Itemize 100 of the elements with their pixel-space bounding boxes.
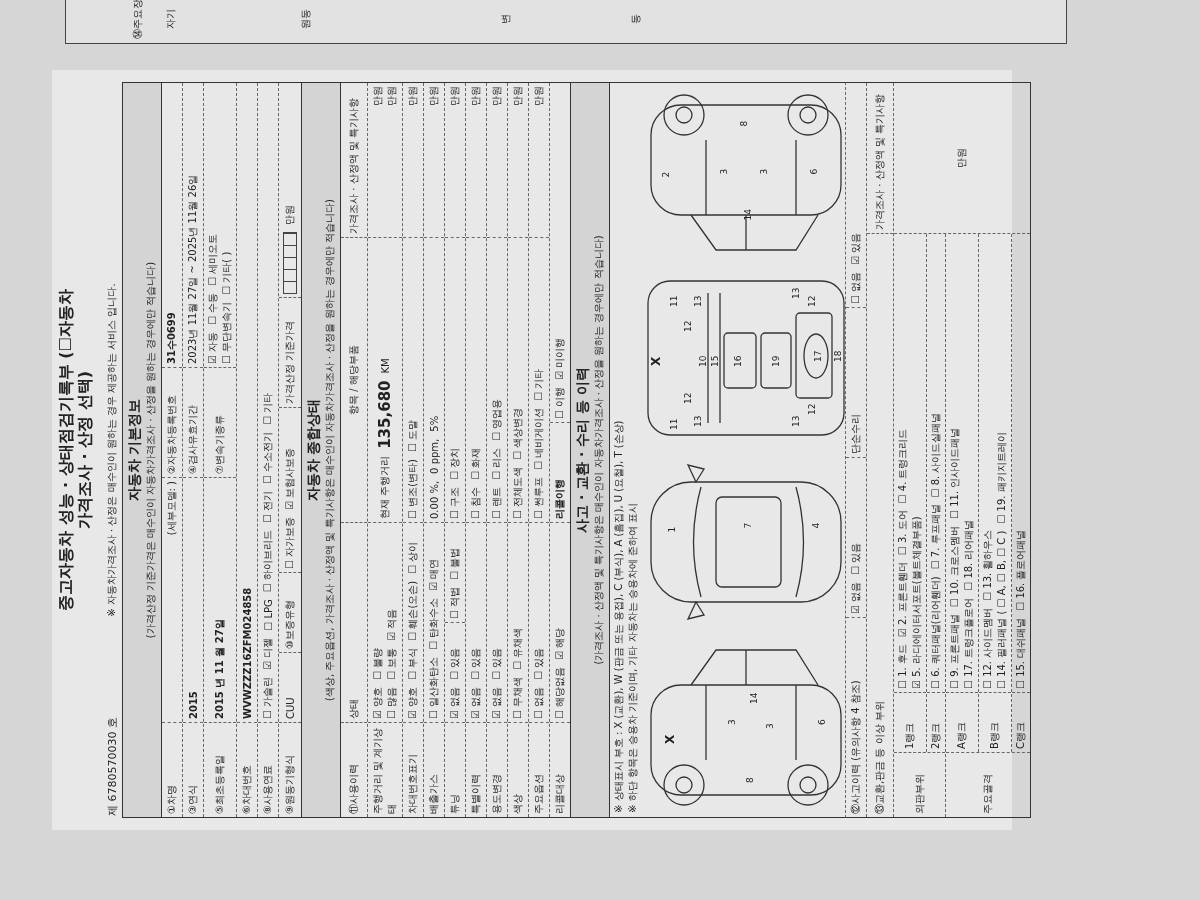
form-text: 동 [629, 14, 642, 24]
part-number: 7 [743, 522, 753, 529]
part-number: 10 [698, 355, 708, 367]
unit-text: 만원 [511, 86, 524, 106]
field-value: 2015 [187, 691, 199, 719]
checkbox-option: ☐ 있음 [849, 542, 863, 575]
unit-text: 만원 [490, 86, 503, 106]
checkbox-option: ☐ 적법 [448, 586, 462, 619]
field-value: 31수0699 [165, 312, 178, 364]
checkbox-option: ☐ 15. 대쉬패널 [1014, 617, 1028, 689]
note-text: ※ 하단 항목은 승용차 기준이며, 기타 자동차는 승용차에 준하여 표시 [626, 501, 639, 813]
checkbox-option: ☐ 하이브리드 [261, 530, 275, 593]
status-mark: X [663, 734, 677, 744]
checkbox-option: ☐ 기타 [261, 392, 275, 425]
checkbox-option: ☑ 없음 [490, 686, 504, 719]
unit-text: 만원 [406, 86, 419, 106]
field-value: 0.00 %, [428, 480, 440, 519]
column-heading: 항목 / 해당부품 [347, 345, 360, 415]
section-note: (색상, 주요옵션, 가격조사 · 산정액 및 특기사항은 매수인이 자동차가격조사 · 산정을 원하는 경우에만 적습니다) [323, 198, 336, 703]
checkbox-option: ☐ 썬루프 [532, 476, 546, 519]
checkbox-option: ☐ 리스 [490, 447, 504, 480]
column-heading: 상태 [347, 699, 360, 719]
checkbox-option: ☐ 변조(변타) [406, 459, 420, 519]
field-value: 0 ppm, [428, 438, 440, 474]
unit-text: 만원 [955, 148, 968, 168]
checkbox-option: ☑ 보험사보증 [283, 447, 297, 510]
checkbox-option: ☑ 없음 [849, 581, 863, 614]
part-number: 1 [667, 526, 677, 533]
section-heading: 자동차 종합상태 [305, 397, 322, 504]
note-text: ※ 상태표시 부호 : X (교환), W (판금 또는 용접), C (부식), A (흠집), U (요철), T (손상) [612, 419, 625, 813]
field-label: 주행거리 및 계기상태 [371, 726, 398, 814]
part-number: 3 [727, 719, 737, 726]
field-label: 차대번호표기 [406, 754, 419, 814]
checkbox-option: ☑ 5. 라디에이터서포트(볼트체결부품) [910, 516, 924, 689]
checkbox-option: ☐ 무단변속기 [220, 301, 234, 364]
checkbox-option: ☐ 수동 [206, 292, 220, 325]
form-text: 변 [499, 14, 512, 24]
checkbox-option: ☐ 탄화수소 [427, 597, 441, 650]
column-heading: 가격조사 · 산정액 및 특기사항 [347, 98, 360, 234]
field-label: ⑨원동기형식 [283, 755, 296, 814]
part-number: 2 [661, 171, 671, 178]
field-label: ④검사유효기간 [186, 405, 199, 474]
checkbox-option: ☐ 불량 [371, 647, 385, 680]
checkbox-option: ☐ 구조 [448, 486, 462, 519]
field-label: 단순수리 [849, 414, 862, 454]
checkbox-option: ☐ 있음 [490, 647, 504, 680]
column-heading: 가격조사 · 산정액 및 특기사항 [873, 94, 886, 230]
part-number: 13 [693, 295, 703, 307]
checkbox-option: ☑ 없음 [469, 686, 483, 719]
field-label: 외판부위 [912, 774, 926, 814]
section-heading: 사고 · 교환 · 수리 등 이력 [574, 366, 591, 535]
checkbox-option: ☑ 자동 [206, 331, 220, 364]
checkbox-option: ☐ 화재 [469, 447, 483, 480]
checkbox-option: ☐ 기타( ) [220, 251, 234, 295]
part-number: 12 [807, 295, 817, 307]
checkbox-option: ☐ 7. 루프패널 [929, 504, 943, 570]
field-label: ⑩보증유형 [283, 600, 296, 649]
part-number: 14 [749, 692, 759, 704]
unit-text: 만원 [385, 86, 398, 106]
unit-text: 만원 [427, 86, 440, 106]
part-number: 14 [743, 209, 753, 221]
checkbox-option: ☐ 12. 사이드멤버 [981, 607, 995, 689]
field-value: 5% [428, 415, 440, 432]
field-value: 135,680 [376, 380, 394, 449]
checkbox-option: ☐ 도말 [406, 419, 420, 453]
checkbox-option: ☑ 해당 [553, 627, 567, 660]
unit-text: 만원 [448, 86, 461, 106]
field-label: 배출가스 [427, 774, 440, 814]
section-heading: 자동차 기본정보 [126, 397, 143, 504]
part-number: 3 [719, 168, 729, 175]
checkbox-option: ☐ 자가보증 [283, 516, 297, 569]
part-number: 18 [833, 350, 843, 362]
part-number: 12 [807, 403, 817, 415]
field-label: 리콜대상 [553, 774, 566, 814]
form-text: 원동 [299, 9, 312, 29]
part-number: 13 [791, 287, 801, 299]
checkbox-option: ☑ 2. 프론트휀더 [896, 562, 910, 638]
checkbox-option: ☐ 영업용 [490, 398, 504, 441]
checkbox-option: ☐ 9. 프론트패널 [948, 614, 962, 689]
checkbox-option: ☐ 이행 [553, 386, 567, 419]
field-label: ⑧사용연료 [261, 765, 274, 814]
part-number: 12 [683, 392, 693, 404]
form-title: 중고자동차 성능 · 상태점검기록부 (☐자동차가격조사 · 산정 선택) [56, 288, 94, 613]
checkbox-option: ☐ 19. 패키지트레이 [995, 432, 1009, 524]
part-number: 17 [813, 350, 823, 362]
part-number: 16 [733, 355, 743, 367]
field-value: (세부모델: ) [165, 481, 178, 536]
part-number: 13 [791, 415, 801, 427]
field-label: ⑬교환,판금 등 이상 부위 [873, 701, 886, 814]
field-label: 용도변경 [490, 774, 503, 814]
unit-text: 만원 [469, 86, 482, 106]
form-text: ⑭주요장 [131, 0, 144, 39]
status-mark: X [649, 356, 663, 366]
field-label: ⑫사고이력 (유의사항 4 참조) [849, 680, 862, 814]
checkbox-option: ☐ 많음 [385, 686, 399, 719]
checkbox-option: ☐ 1. 후드 [896, 644, 910, 689]
part-number: 3 [759, 168, 769, 175]
checkbox-option: ☑ 있음 [849, 232, 863, 265]
checkbox-option: ☑ 적음 [385, 608, 399, 641]
checkbox-option: ☐ 색상변경 [511, 407, 525, 460]
